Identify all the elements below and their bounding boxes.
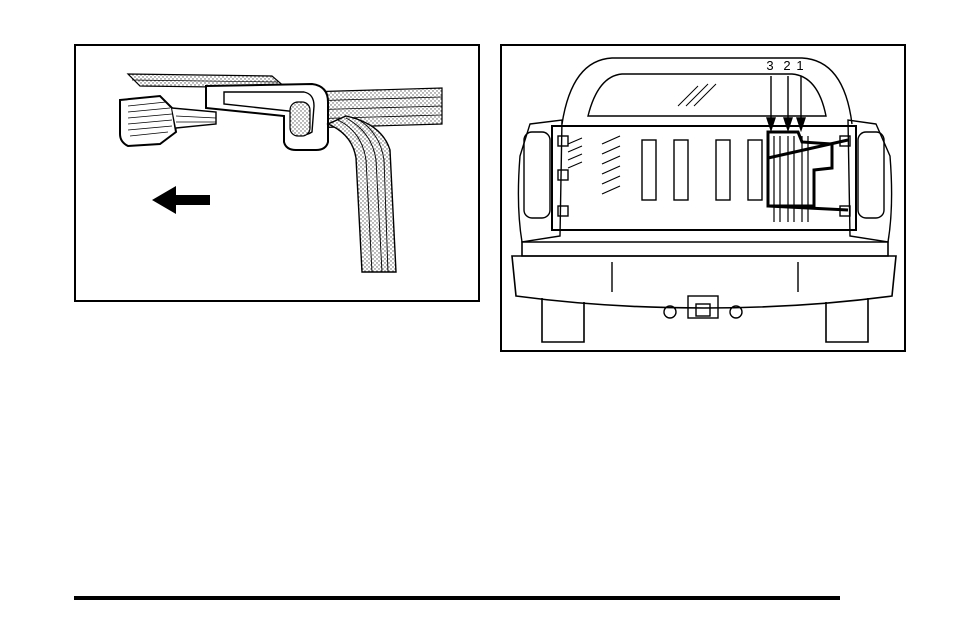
left-arrow-icon: [152, 186, 210, 214]
left-body-side: [518, 120, 562, 242]
callout-2: 2: [782, 59, 792, 72]
tailgate-lip: [522, 242, 888, 256]
footer-rule: [74, 596, 840, 600]
tailgate-figure: 3 2 1: [500, 44, 906, 352]
callout-1: 1: [795, 59, 805, 72]
hanging-strap: [328, 116, 396, 272]
pickup-tailgate-illustration: [502, 46, 904, 350]
right-body-side: [848, 120, 892, 242]
rear-bumper: [512, 256, 896, 308]
callout-3: 3: [765, 59, 775, 72]
buckle: [206, 84, 328, 150]
callout-arrows: [767, 76, 805, 130]
buckle-release-tab: [120, 96, 216, 146]
cab-roof: [562, 58, 852, 124]
right-tire: [826, 298, 868, 342]
strap-buckle-illustration: [76, 46, 478, 300]
rear-window: [588, 74, 826, 116]
left-tire: [542, 298, 584, 342]
strap-buckle-figure: [74, 44, 480, 302]
